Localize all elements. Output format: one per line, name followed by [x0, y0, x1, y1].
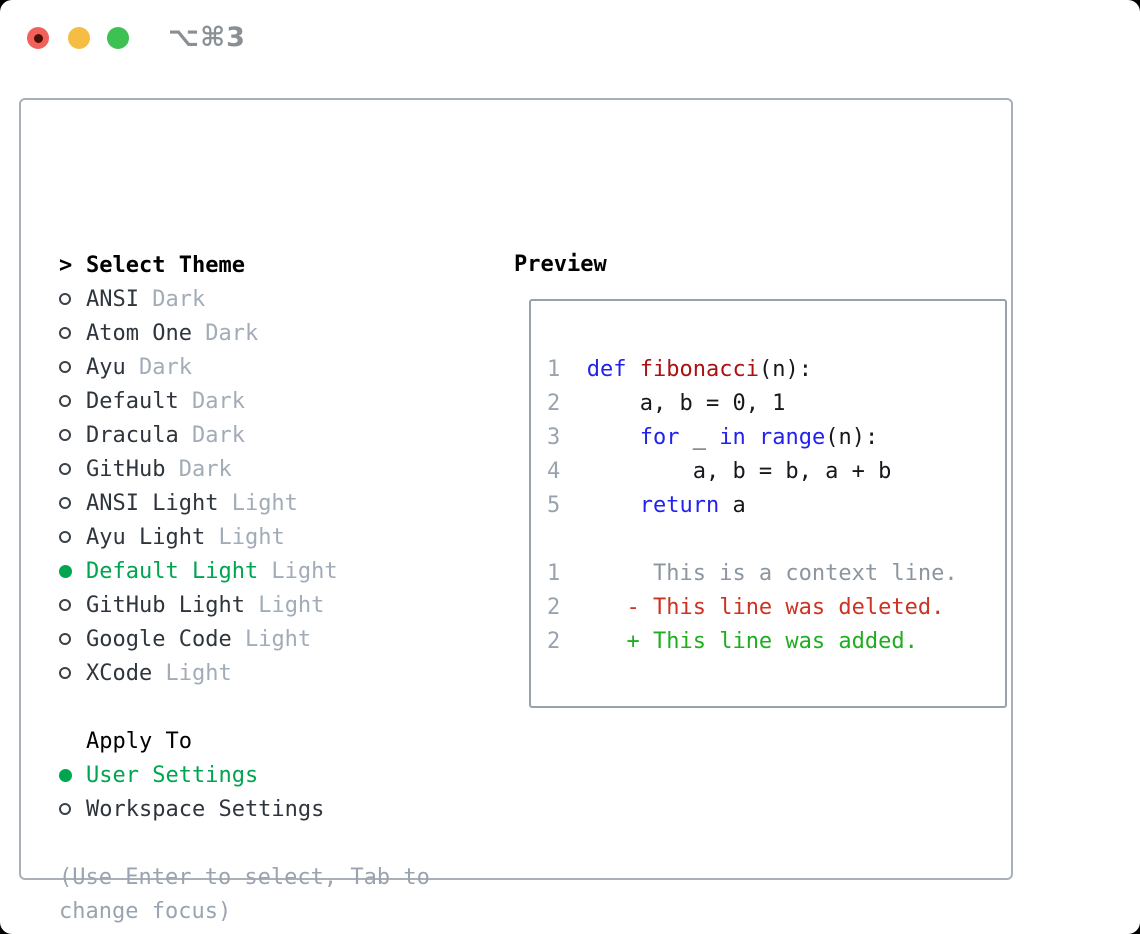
- theme-variant: Dark: [138, 286, 206, 312]
- preview-box: 1 def fibonacci(n): 2 a, b = 0, 1 3 for _ …: [529, 299, 1007, 708]
- theme-option-github-light[interactable]: GitHub Light Light: [59, 588, 430, 622]
- theme-variant: Dark: [165, 456, 232, 482]
- close-button[interactable]: [27, 27, 49, 49]
- minimize-button[interactable]: [68, 27, 90, 49]
- radio-selected-icon: [59, 768, 72, 782]
- theme-option-default-light[interactable]: Default Light Light: [59, 554, 430, 588]
- theme-variant: Dark: [178, 388, 245, 414]
- theme-option-ayu[interactable]: Ayu Dark: [59, 350, 430, 384]
- radio-icon: [59, 497, 71, 509]
- theme-option-github[interactable]: GitHub Dark: [59, 452, 430, 486]
- radio-icon: [59, 633, 71, 645]
- theme-option-xcode[interactable]: XCode Light: [59, 656, 430, 690]
- unsaved-dot-icon: [33, 33, 43, 43]
- preview-code: 1 def fibonacci(n): 2 a, b = 0, 1 3 for _ …: [531, 301, 1005, 659]
- theme-name: Ayu: [86, 354, 126, 380]
- theme-variant: Light: [231, 626, 312, 652]
- theme-variant: Light: [258, 558, 338, 584]
- radio-icon: [59, 463, 71, 475]
- apply-option-label: Workspace Settings: [86, 796, 325, 822]
- preview-blank-line: [547, 523, 1005, 557]
- maximize-button[interactable]: [107, 27, 129, 49]
- apply-option-workspace-settings[interactable]: Workspace Settings: [59, 792, 430, 826]
- apply-to-title: Apply To: [86, 728, 192, 754]
- preview-title: Preview: [514, 252, 607, 277]
- spacer-row: [59, 690, 430, 724]
- theme-option-dracula[interactable]: Dracula Dark: [59, 418, 430, 452]
- theme-variant: Light: [205, 524, 285, 550]
- theme-name: ANSI: [86, 286, 139, 312]
- radio-icon: [59, 293, 71, 305]
- help-text-line-1: (Use Enter to select, Tab to: [59, 864, 430, 890]
- radio-icon: [59, 667, 71, 679]
- radio-icon: [59, 599, 71, 611]
- theme-name: Default: [86, 388, 179, 414]
- theme-option-google-code[interactable]: Google Code Light: [59, 622, 430, 656]
- apply-option-user-settings[interactable]: User Settings: [59, 758, 430, 792]
- window-title: ⌥⌘3: [168, 22, 246, 53]
- theme-option-ayu-light[interactable]: Ayu Light Light: [59, 520, 430, 554]
- theme-variant: Light: [244, 592, 325, 618]
- theme-variant: Light: [152, 660, 232, 686]
- theme-name: Google Code: [86, 626, 232, 652]
- theme-name: GitHub: [86, 456, 166, 482]
- apply-option-label: User Settings: [86, 762, 259, 788]
- theme-name: Default Light: [86, 558, 259, 584]
- theme-option-default[interactable]: Default Dark: [59, 384, 430, 418]
- theme-variant: Dark: [178, 422, 245, 448]
- preview-line: 1 def fibonacci(n):: [547, 357, 812, 382]
- theme-option-ansi-light[interactable]: ANSI Light Light: [59, 486, 430, 520]
- theme-variant: Light: [218, 490, 298, 516]
- theme-name: Atom One: [86, 320, 192, 346]
- radio-icon: [59, 395, 71, 407]
- theme-variant: Dark: [125, 354, 192, 380]
- radio-icon: [59, 429, 71, 441]
- theme-name: ANSI Light: [86, 490, 219, 516]
- theme-option-atom-one[interactable]: Atom One Dark: [59, 316, 430, 350]
- theme-name: Ayu Light: [86, 524, 206, 550]
- radio-icon: [59, 327, 71, 339]
- preview-line: 2 - This line was deleted.: [547, 595, 945, 620]
- preview-line: 1 This is a context line.: [547, 561, 958, 586]
- theme-name: GitHub Light: [86, 592, 245, 618]
- theme-option-ansi[interactable]: ANSI Dark: [59, 282, 430, 316]
- preview-line: 4 a, b = b, a + b: [547, 459, 892, 484]
- cursor-indicator: >: [59, 252, 73, 278]
- titlebar: ⌥⌘3: [0, 0, 1140, 76]
- theme-name: Dracula: [86, 422, 179, 448]
- select-theme-title: Select Theme: [86, 252, 245, 278]
- preview-line: 3 for _ in range(n):: [547, 425, 879, 450]
- radio-icon: [59, 531, 71, 543]
- radio-icon: [59, 803, 71, 815]
- help-text-line-2: change focus): [59, 898, 232, 924]
- preview-line: 5 return a: [547, 493, 746, 518]
- select-theme-header-row: > Select Theme: [59, 248, 430, 282]
- preview-line: 2 a, b = 0, 1: [547, 391, 786, 416]
- theme-name: XCode: [86, 660, 153, 686]
- spacer-row: [59, 826, 430, 860]
- radio-selected-icon: [59, 564, 72, 578]
- theme-variant: Dark: [191, 320, 259, 346]
- radio-icon: [59, 361, 71, 373]
- apply-to-header-row: Apply To: [59, 724, 430, 758]
- preview-line: 2 + This line was added.: [547, 629, 918, 654]
